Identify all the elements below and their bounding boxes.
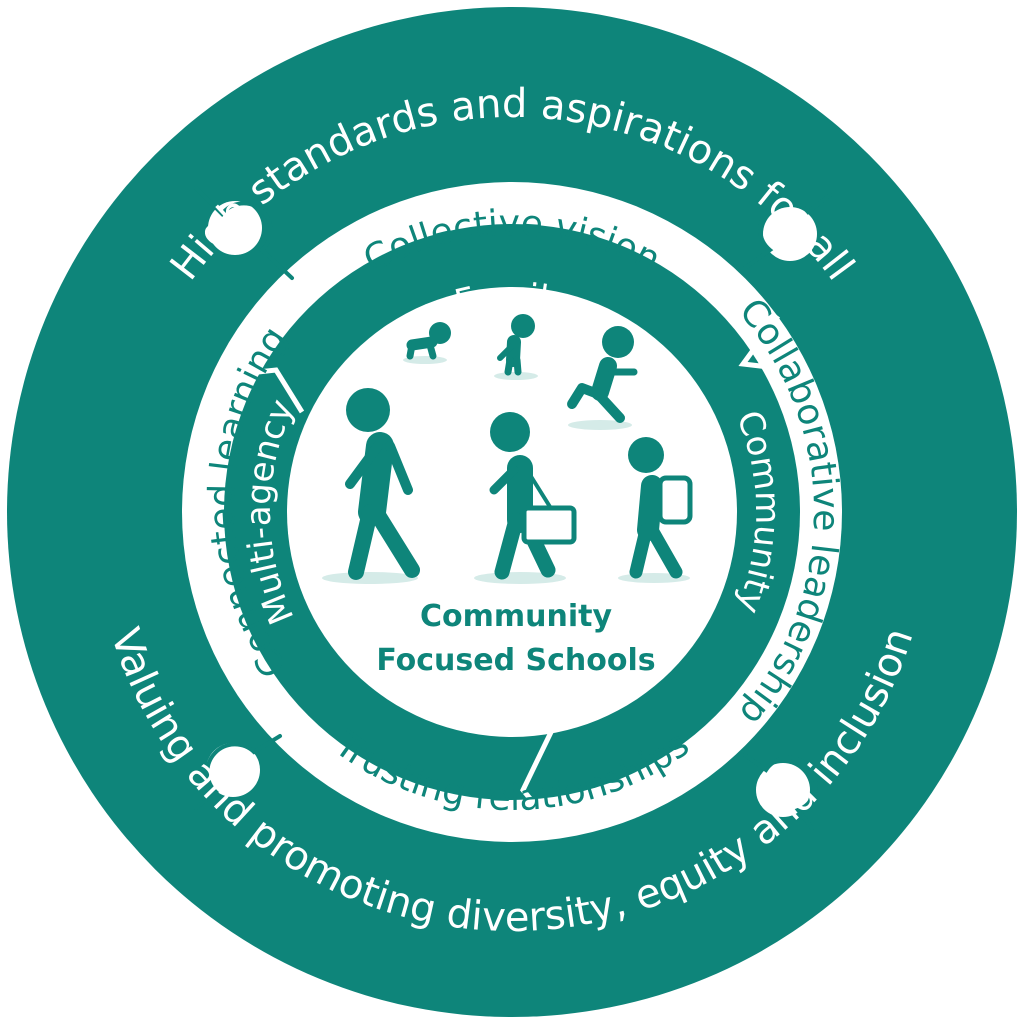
crawling-baby-icon [403,322,451,364]
inner-top-label: Family [451,276,573,323]
walking-adult-icon [322,388,420,584]
seam-bottom-right [743,753,818,830]
puzzle-tab-top-right [763,207,817,261]
child-with-backpack-icon [618,437,693,583]
center-title-line1: Community [420,599,612,634]
seam-top-right [743,193,832,270]
puzzle-tab-bottom-right [756,763,810,817]
puzzle-seams [194,186,832,830]
seam-top-left [194,186,294,280]
student-with-bag-icon [474,412,577,584]
seam-bottom-left [194,734,282,810]
inner-ring-separators [221,314,796,837]
separator-right [738,314,796,373]
puzzle-tab-bottom-left [206,743,260,797]
separator-bottom [520,726,562,837]
center-title-line2: Focused Schools [376,643,655,678]
running-child-icon [567,326,638,430]
separator-left [221,367,305,414]
puzzle-tabs [206,201,817,817]
toddler-icon [494,314,538,380]
